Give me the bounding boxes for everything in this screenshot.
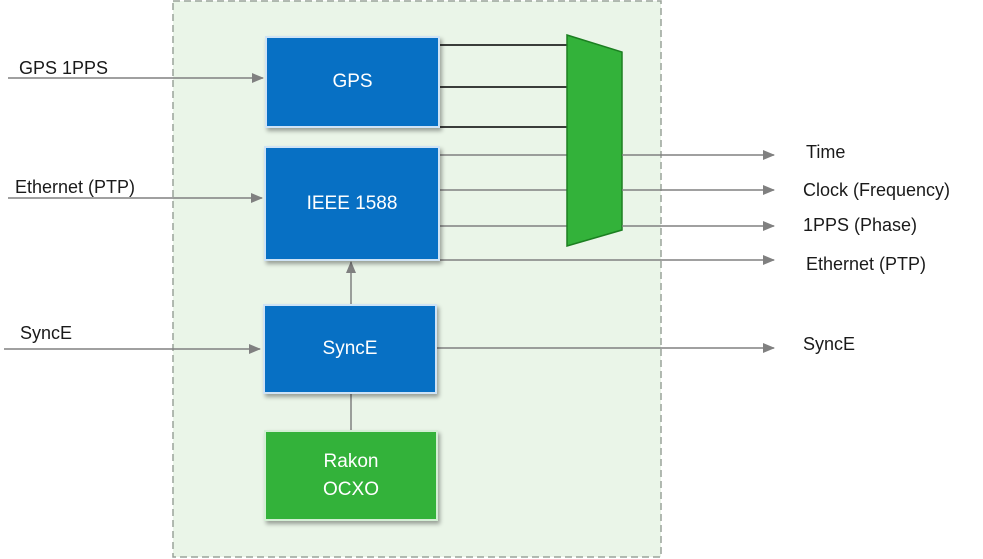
input-label-synce: SyncE [20, 323, 73, 343]
synce-block-label: SyncE [322, 338, 378, 359]
ieee1588-block-label: IEEE 1588 [306, 192, 398, 214]
ocxo-block: Rakon OCXO [264, 430, 438, 521]
ieee1588-block: IEEE 1588 [264, 146, 440, 261]
output-label-clock: Clock (Frequency) [803, 180, 951, 200]
output-label-pps: 1PPS (Phase) [803, 215, 918, 235]
output-multiplexer [566, 33, 623, 247]
ocxo-block-label: Rakon OCXO [323, 450, 379, 500]
output-label-time: Time [806, 142, 846, 162]
output-label-ethernet: Ethernet (PTP) [806, 254, 927, 274]
input-label-ethernet-ptp: Ethernet (PTP) [15, 177, 136, 197]
synce-block: SyncE [263, 304, 437, 394]
gps-block: GPS [265, 36, 440, 128]
input-label-gps-1pps: GPS 1PPS [19, 58, 109, 78]
output-label-synce: SyncE [803, 334, 856, 354]
gps-block-label: GPS [332, 71, 373, 92]
